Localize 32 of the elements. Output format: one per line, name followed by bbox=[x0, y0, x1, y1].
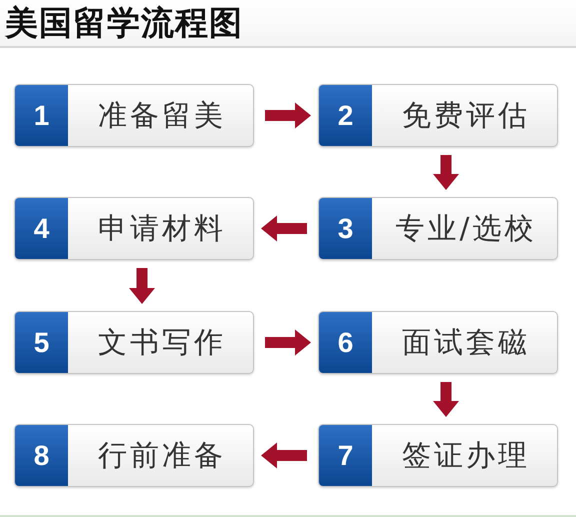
arrow bbox=[261, 216, 307, 242]
step-box bbox=[318, 311, 558, 374]
diagram-title: 美国留学流程图 bbox=[5, 3, 243, 43]
step-label: 免费评估 bbox=[401, 96, 531, 134]
step-label: 准备留美 bbox=[97, 96, 227, 134]
step-number: 3 bbox=[319, 198, 372, 259]
arrow bbox=[261, 442, 307, 468]
step-label: 签证办理 bbox=[401, 436, 531, 474]
step-box bbox=[318, 197, 558, 260]
step-number: 2 bbox=[319, 85, 372, 146]
step-number: 5 bbox=[15, 312, 68, 373]
arrow bbox=[265, 102, 311, 128]
arrow bbox=[433, 155, 459, 190]
step-box bbox=[318, 84, 558, 147]
step-number: 8 bbox=[15, 425, 68, 486]
step-box bbox=[14, 197, 254, 260]
arrow bbox=[265, 330, 311, 356]
step-number: 7 bbox=[319, 425, 372, 486]
step-number: 4 bbox=[15, 198, 68, 259]
step-box bbox=[14, 311, 254, 374]
step-label: 专业/选校 bbox=[394, 210, 538, 246]
step-number: 6 bbox=[319, 312, 372, 373]
arrow bbox=[129, 268, 155, 304]
step-box bbox=[14, 84, 254, 147]
step-label: 面试套磁 bbox=[401, 324, 531, 360]
step-label: 行前准备 bbox=[97, 436, 227, 474]
arrow bbox=[433, 382, 459, 417]
step-box bbox=[14, 424, 254, 487]
step-label: 文书写作 bbox=[97, 324, 227, 360]
step-number: 1 bbox=[15, 85, 68, 146]
step-label: 申请材料 bbox=[97, 210, 227, 246]
step-box bbox=[318, 424, 558, 487]
